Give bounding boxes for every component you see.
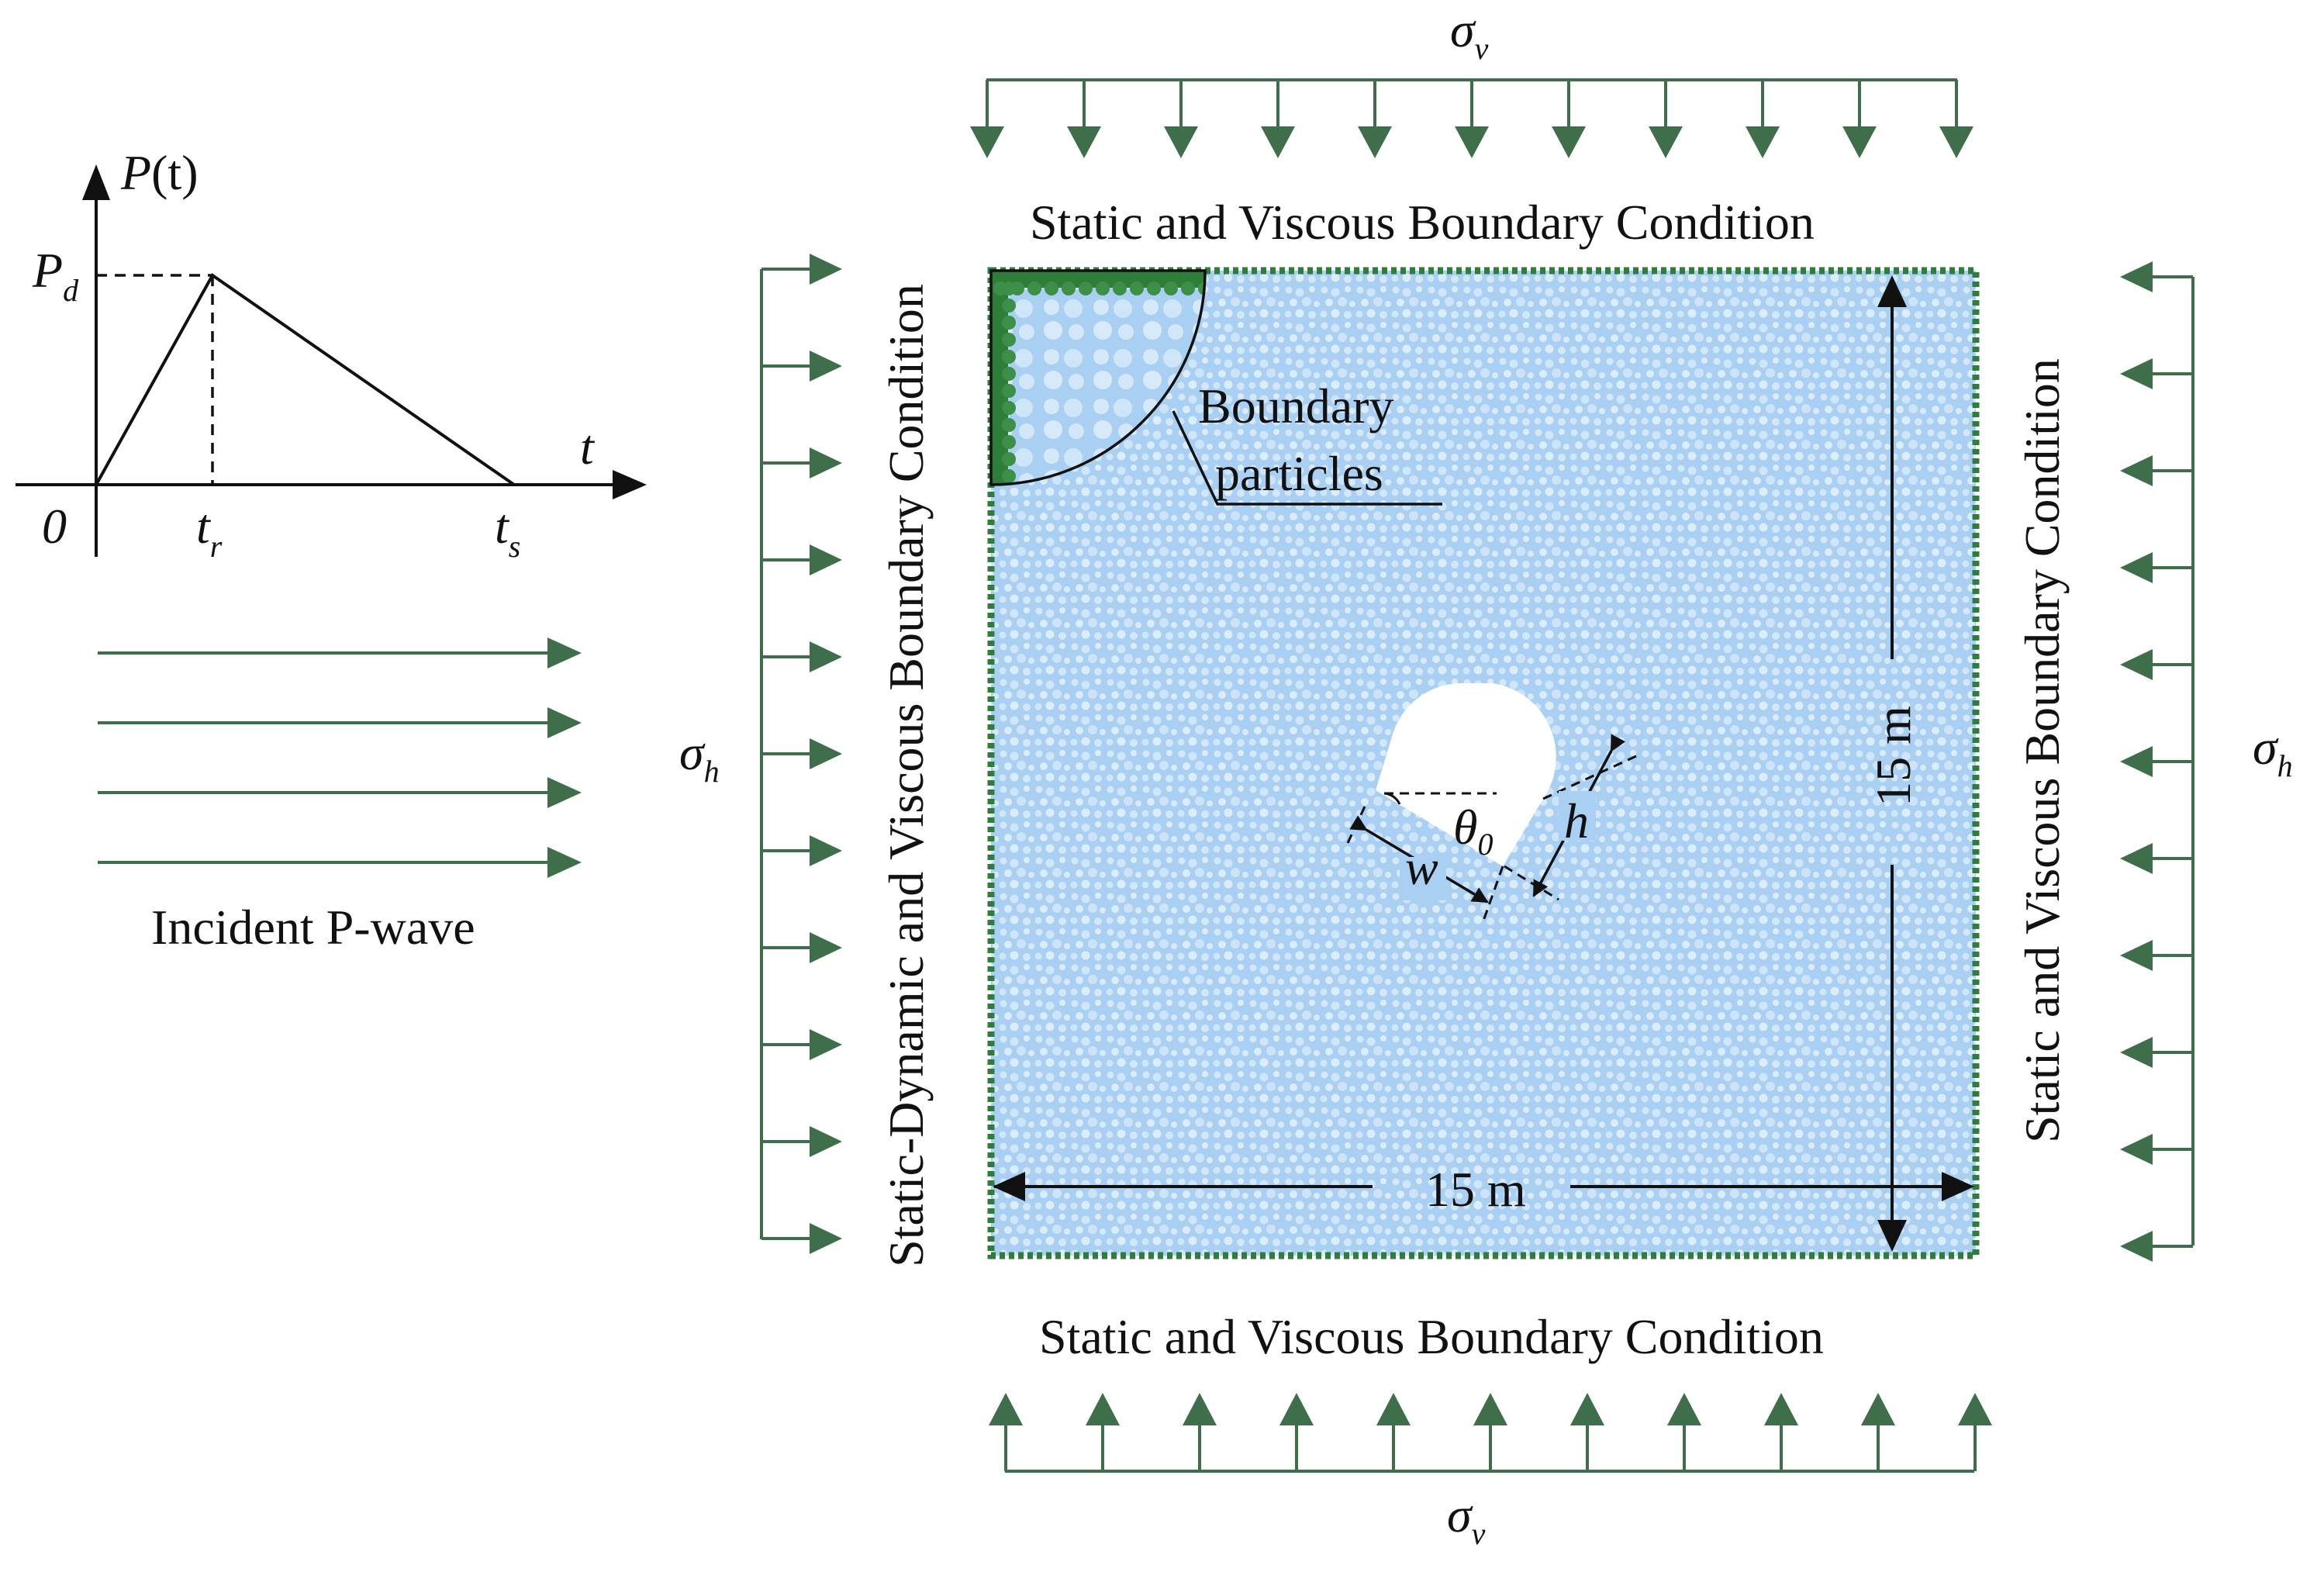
- left-stress-arrowhead: [810, 254, 842, 285]
- bottom-stress-arrowhead: [1376, 1393, 1411, 1425]
- incident-wave-label: Incident P-wave: [151, 900, 475, 955]
- load-curve-x-axis-arrowhead: [613, 470, 647, 499]
- width-dimension: 15 m: [993, 1162, 1974, 1217]
- left-stress-arrowhead: [810, 1223, 842, 1254]
- left-stress-arrowhead: [810, 641, 842, 672]
- load-curve-y-label: P(t): [120, 145, 199, 200]
- bottom-stress-arrowhead: [1279, 1393, 1314, 1425]
- bottom-stress-arrowhead: [1958, 1393, 1992, 1425]
- tunnel-width-label: w: [1405, 840, 1438, 895]
- load-pulse-line: [95, 273, 516, 486]
- right-stress-arrowhead: [2120, 649, 2153, 680]
- tunnel-height-label: h: [1564, 793, 1589, 848]
- top-stress-arrowhead: [1455, 126, 1489, 158]
- left-stress-arrowhead: [810, 835, 842, 866]
- right-stress-arrowhead: [2120, 1037, 2153, 1068]
- top-stress-arrowhead: [1842, 126, 1877, 158]
- boundary-particles-callout: Boundary particles: [989, 269, 1442, 506]
- load-curve-x-label: t: [580, 420, 596, 475]
- particle-model-domain: Boundary particles 15 m 15 m: [987, 267, 1980, 1259]
- bottom-vertical-stress-arrows: [989, 1393, 1992, 1473]
- top-stress-arrowhead: [1358, 126, 1392, 158]
- left-stress-arrowhead: [810, 544, 842, 575]
- load-curve-y-axis-arrowhead: [82, 164, 110, 200]
- peak-pressure-label: Pd: [32, 243, 79, 308]
- p-wave-arrowhead: [547, 637, 582, 669]
- tunnel-angle-label: θ0: [1453, 800, 1493, 862]
- height-dimension: 15 m: [1866, 275, 1921, 1252]
- bottom-stress-arrowhead: [1086, 1393, 1120, 1425]
- top-vertical-stress-arrows: [970, 78, 1974, 158]
- p-wave-arrowhead: [547, 707, 582, 738]
- origin-label: 0: [42, 499, 67, 554]
- callout-label-line2: particles: [1215, 446, 1383, 501]
- left-stress-arrowhead: [810, 738, 842, 769]
- top-stress-arrowhead: [1261, 126, 1295, 158]
- p-wave-arrowhead: [547, 847, 582, 878]
- p-wave-arrowhead: [547, 777, 582, 808]
- right-stress-arrowhead: [2120, 940, 2153, 971]
- bottom-boundary-label: Static and Viscous Boundary Condition: [1039, 1309, 1824, 1364]
- left-stress-arrowhead: [810, 1126, 842, 1157]
- callout-leader-line: [1172, 410, 1442, 506]
- top-stress-arrowhead: [970, 126, 1004, 158]
- top-stress-arrowhead: [1164, 126, 1198, 158]
- top-stress-arrowhead: [1067, 126, 1101, 158]
- model-height-label: 15 m: [1866, 706, 1921, 807]
- top-stress-arrowhead: [1552, 126, 1586, 158]
- bottom-stress-arrowhead: [1667, 1393, 1701, 1425]
- right-boundary-label: Static and Viscous Boundary Condition: [2015, 358, 2070, 1143]
- rise-time-label: tr: [196, 499, 223, 564]
- right-sigma-h-label: σh: [2253, 720, 2293, 783]
- bottom-stress-arrowhead: [1861, 1393, 1895, 1425]
- tunnel-opening: [1376, 682, 1556, 866]
- right-stress-arrowhead: [2120, 455, 2153, 486]
- bottom-stress-arrowhead: [1570, 1393, 1604, 1425]
- bottom-stress-arrowhead: [1183, 1393, 1217, 1425]
- top-sigma-v-label: σv: [1450, 2, 1489, 66]
- left-horizontal-stress-arrows: [760, 254, 842, 1254]
- right-stress-arrowhead: [2120, 843, 2153, 874]
- left-boundary-label: Static-Dynamic and Viscous Boundary Cond…: [879, 284, 934, 1267]
- left-stress-arrowhead: [810, 447, 842, 479]
- top-stress-arrowhead: [1939, 126, 1974, 158]
- bottom-stress-arrowhead: [1473, 1393, 1507, 1425]
- right-horizontal-stress-arrows: [2120, 261, 2195, 1262]
- right-stress-arrowhead: [2120, 358, 2153, 389]
- right-stress-arrowhead: [2120, 1134, 2153, 1165]
- left-stress-arrowhead: [810, 1029, 842, 1060]
- boundary-particle-ring: [987, 267, 1980, 1259]
- top-stress-arrowhead: [1649, 126, 1683, 158]
- callout-label-line1: Boundary: [1198, 378, 1393, 434]
- left-stress-arrowhead: [810, 351, 842, 382]
- right-stress-arrowhead: [2120, 552, 2153, 583]
- left-stress-arrowhead: [810, 932, 842, 963]
- right-stress-arrowhead: [2120, 1231, 2153, 1262]
- bottom-sigma-v-label: σv: [1447, 1487, 1486, 1551]
- top-boundary-label: Static and Viscous Boundary Condition: [1030, 195, 1815, 250]
- incident-wave-arrows: [98, 637, 582, 878]
- tunnel-dimensions: w h θ0: [1346, 734, 1637, 924]
- duration-label: ts: [495, 499, 520, 564]
- right-stress-arrowhead: [2120, 746, 2153, 777]
- load-curve-plot: P(t) t Pd 0 tr ts: [16, 145, 647, 564]
- right-stress-arrowhead: [2120, 261, 2153, 292]
- left-sigma-h-label: σh: [679, 725, 720, 789]
- model-width-label: 15 m: [1425, 1162, 1526, 1217]
- bottom-stress-arrowhead: [989, 1393, 1023, 1425]
- top-stress-arrowhead: [1746, 126, 1780, 158]
- bottom-stress-arrowhead: [1764, 1393, 1798, 1425]
